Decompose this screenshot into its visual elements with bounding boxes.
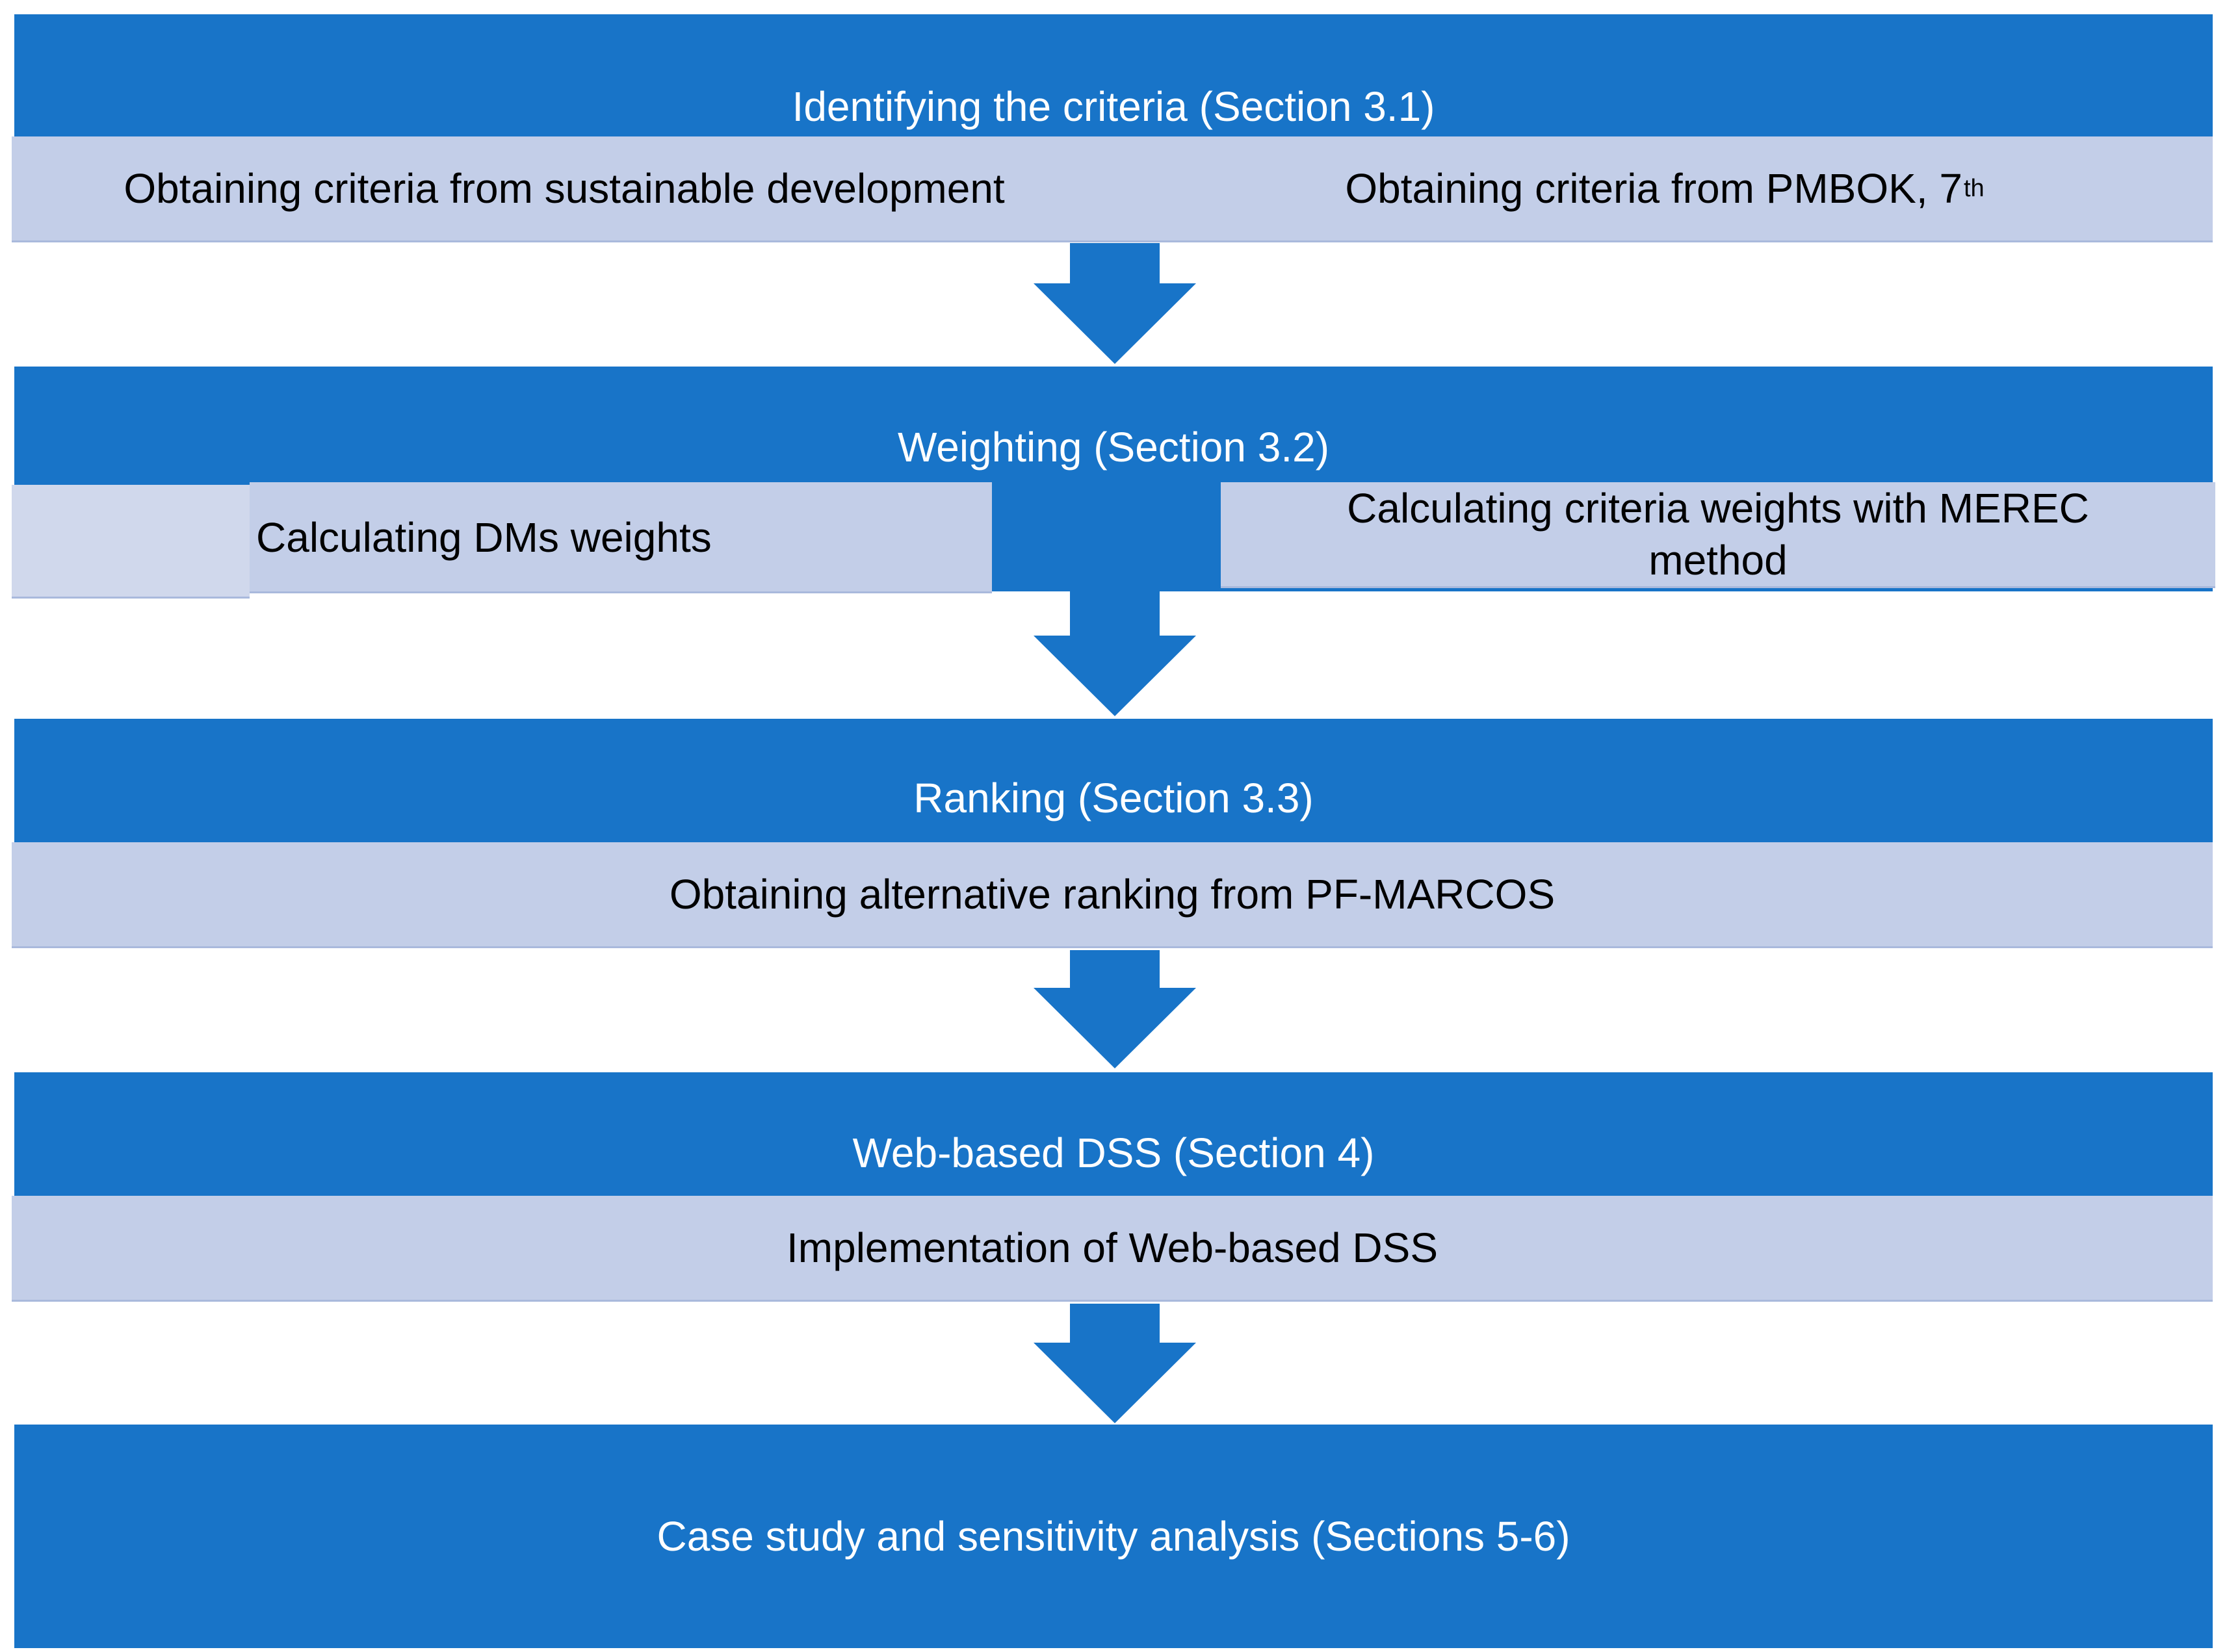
- sub-step-dm-weights: Calculating DMs weights: [250, 482, 992, 591]
- stage-case-study: Case study and sensitivity analysis (Sec…: [14, 1425, 2213, 1648]
- flow-arrow-3: [1034, 950, 1196, 1068]
- sub-step-merec-weights: Calculating criteria weights with MEREC …: [1221, 482, 2215, 586]
- stage-web-dss: Web-based DSS (Section 4): [14, 1072, 2213, 1196]
- flow-arrow-2: [1034, 591, 1196, 716]
- stage-title: Identifying the criteria (Section 3.1): [792, 83, 1435, 130]
- sub-step-web-dss-implementation: Implementation of Web-based DSS: [12, 1196, 2213, 1300]
- stage-ranking: Ranking (Section 3.3): [14, 719, 2213, 842]
- sub-step-dm-weights-tab: [12, 485, 250, 597]
- sub-step-pf-marcos: Obtaining alternative ranking from PF-MA…: [12, 842, 2213, 946]
- sub-step-sustainable-development: Obtaining criteria from sustainable deve…: [12, 136, 1117, 240]
- stage-title: Case study and sensitivity analysis (Sec…: [657, 1513, 1570, 1560]
- stage-title: Web-based DSS (Section 4): [852, 1129, 1375, 1176]
- stage-title: Ranking (Section 3.3): [913, 775, 1314, 821]
- sub-step-pmbok-text: Obtaining criteria from PMBOK, 7: [1345, 165, 1962, 212]
- stage-title: Weighting (Section 3.2): [897, 424, 1330, 471]
- flow-arrow-1: [1034, 243, 1196, 364]
- flow-arrow-4: [1034, 1304, 1196, 1423]
- stage-identifying-criteria: Identifying the criteria (Section 3.1): [14, 14, 2213, 136]
